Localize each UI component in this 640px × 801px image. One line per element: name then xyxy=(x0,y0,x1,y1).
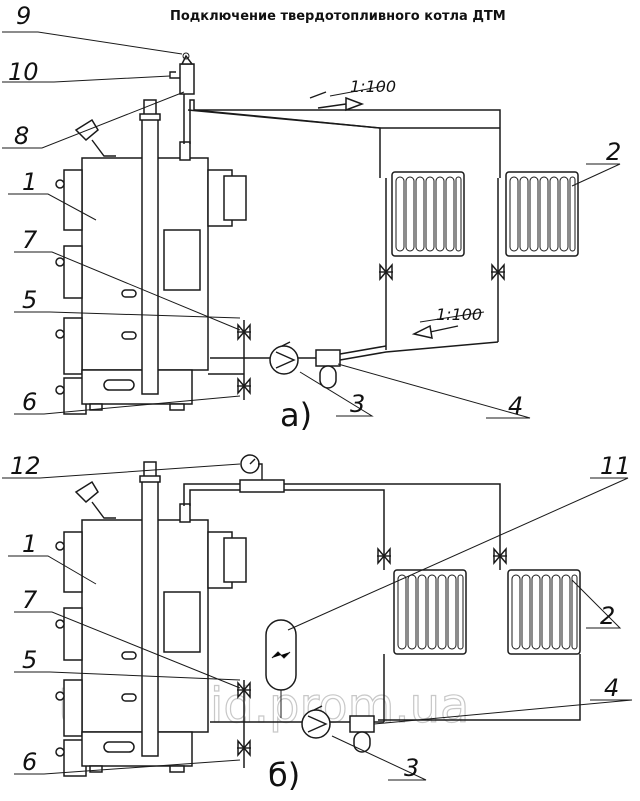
label-a-10: 10 xyxy=(8,58,39,86)
radiator-a-left xyxy=(391,171,465,257)
slope-return-a: 1:100 xyxy=(411,305,485,339)
label-b-11: 11 xyxy=(600,452,631,480)
label-a-7: 7 xyxy=(22,226,38,254)
slope-return-label: 1:100 xyxy=(436,305,482,324)
mud-filter-b xyxy=(349,715,375,753)
caption-b: б) xyxy=(268,756,300,794)
label-a-6: 6 xyxy=(22,388,37,416)
expansion-tank-a xyxy=(169,52,195,95)
boiler-a xyxy=(55,99,247,415)
label-a-2: 2 xyxy=(606,138,621,166)
label-a-4: 4 xyxy=(508,392,523,420)
label-b-2: 2 xyxy=(600,602,615,630)
radiator-b-right xyxy=(507,569,581,655)
caption-a: а) xyxy=(280,396,312,434)
circulation-pump-a xyxy=(269,341,299,375)
label-b-5: 5 xyxy=(22,646,37,674)
radiator-a-right xyxy=(505,171,579,257)
variant-b-diagram: 12 11 1 2 7 5 6 3 4 б) xyxy=(2,452,633,794)
label-a-9: 9 xyxy=(16,2,31,30)
label-a-8: 8 xyxy=(14,122,29,150)
expansion-tank-b xyxy=(265,619,297,718)
mud-filter-a xyxy=(315,349,341,389)
manometer-b xyxy=(239,454,285,493)
slope-supply-label: 1:100 xyxy=(350,77,396,96)
label-b-1: 1 xyxy=(22,530,37,558)
label-b-6: 6 xyxy=(22,748,37,776)
label-a-5: 5 xyxy=(22,286,37,314)
radiator-b-left xyxy=(393,569,467,655)
label-b-7: 7 xyxy=(22,586,38,614)
label-b-12: 12 xyxy=(10,452,41,480)
label-b-3: 3 xyxy=(404,754,419,782)
label-a-3: 3 xyxy=(350,390,365,418)
variant-a-diagram: 1:100 1:100 xyxy=(2,2,621,434)
slope-supply-a: 1:100 xyxy=(309,77,396,112)
label-a-1: 1 xyxy=(22,168,37,196)
diagram-title: Подключение твердотопливного котла ДТМ xyxy=(170,9,506,24)
label-b-4: 4 xyxy=(604,674,619,702)
